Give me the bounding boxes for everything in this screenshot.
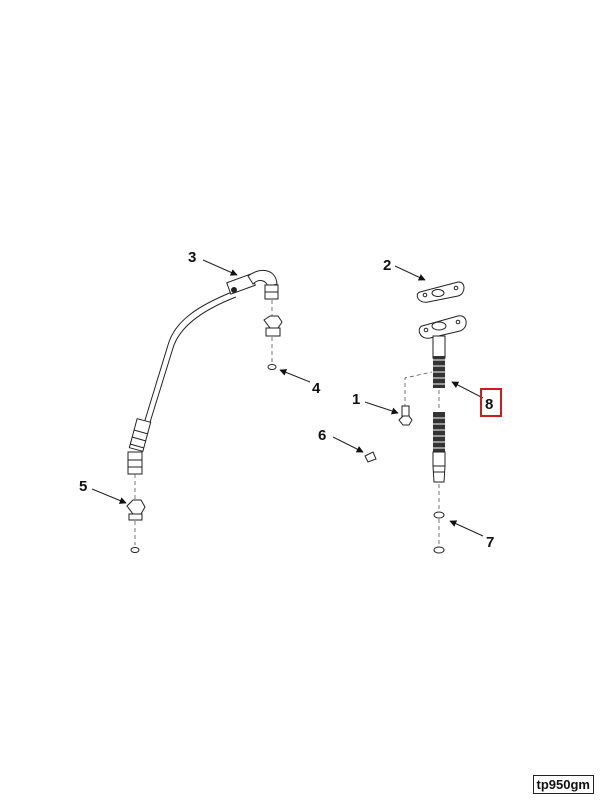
callout-8-highlight[interactable]: 8	[480, 388, 502, 417]
highlight-box	[480, 388, 502, 417]
drain-o-ring-upper	[433, 511, 445, 519]
callout-2[interactable]: 2	[383, 257, 391, 274]
callout-3[interactable]: 3	[188, 249, 196, 266]
drain-hose-lower	[433, 412, 445, 452]
upper-fitting-nut	[263, 315, 283, 337]
oil-supply-tube-assembly[interactable]	[126, 269, 283, 553]
figure-reference-code: tp950gm	[532, 775, 594, 794]
drain-tube-flange	[418, 315, 467, 339]
upper-elbow-fitting	[226, 269, 279, 300]
callout-4[interactable]: 4	[312, 380, 321, 397]
drain-o-ring-lower	[433, 546, 445, 554]
callout-leaders	[91, 259, 484, 537]
clip-washer	[364, 451, 377, 463]
lower-tube-fitting	[127, 418, 152, 475]
drain-gasket	[416, 281, 465, 303]
lower-fitting-nut	[126, 499, 146, 521]
drain-tube-upper	[432, 335, 446, 359]
capscrew	[398, 405, 413, 426]
callout-1[interactable]: 1	[352, 391, 360, 408]
supply-tube	[141, 291, 233, 431]
upper-o-ring	[267, 364, 277, 370]
callout-7[interactable]: 7	[486, 534, 494, 551]
callout-8[interactable]: 8	[485, 396, 493, 413]
drain-tube-lower	[432, 451, 446, 483]
oil-drain-tube-assembly[interactable]	[364, 281, 467, 554]
callout-6[interactable]: 6	[318, 427, 326, 444]
callout-5[interactable]: 5	[79, 478, 87, 495]
drain-hose-upper	[433, 356, 445, 388]
lower-o-ring	[130, 547, 140, 553]
